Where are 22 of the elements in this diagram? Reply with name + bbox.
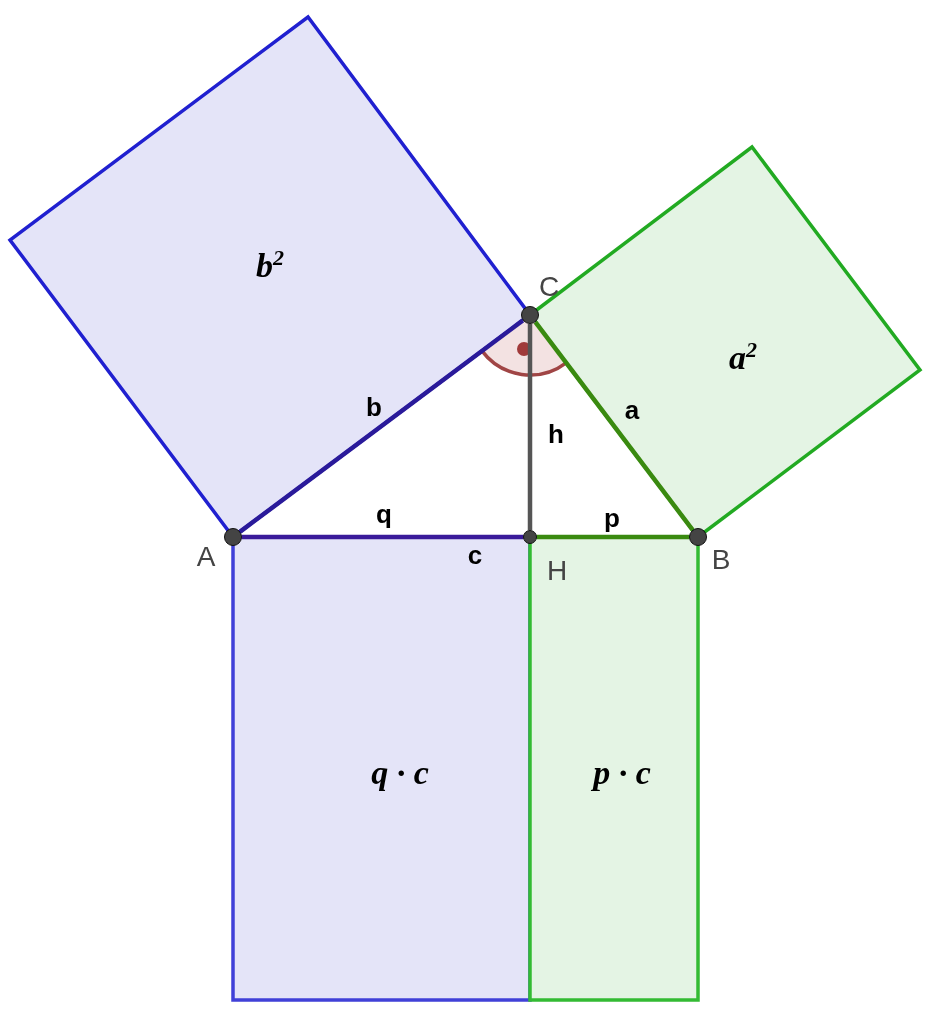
- rectangle-region: [530, 537, 698, 1000]
- edge-label: a: [624, 397, 640, 423]
- triangle-side: [537, 534, 689, 540]
- triangle-side: [527, 324, 533, 530]
- edge-label: b: [366, 394, 382, 420]
- point-label: C: [538, 271, 560, 303]
- triangle-side: [242, 534, 523, 540]
- edge-label: p: [604, 505, 620, 531]
- area-formula: a$^{2}$: [729, 336, 757, 378]
- area-formula: q · c: [371, 754, 429, 792]
- side-label: c: [467, 542, 483, 568]
- area-formula: b$^{2}$: [256, 244, 284, 286]
- edge-label: q: [376, 501, 392, 527]
- point-label: A: [196, 541, 216, 573]
- edge-label: h: [548, 421, 564, 447]
- point-label: H: [546, 555, 568, 587]
- area-formula: p · c: [593, 754, 651, 792]
- triangle-side: [533, 320, 695, 532]
- rectangle-region: [233, 537, 530, 1000]
- point-dot: [523, 530, 537, 544]
- point-label: B: [711, 544, 731, 576]
- triangle-side: [238, 318, 525, 534]
